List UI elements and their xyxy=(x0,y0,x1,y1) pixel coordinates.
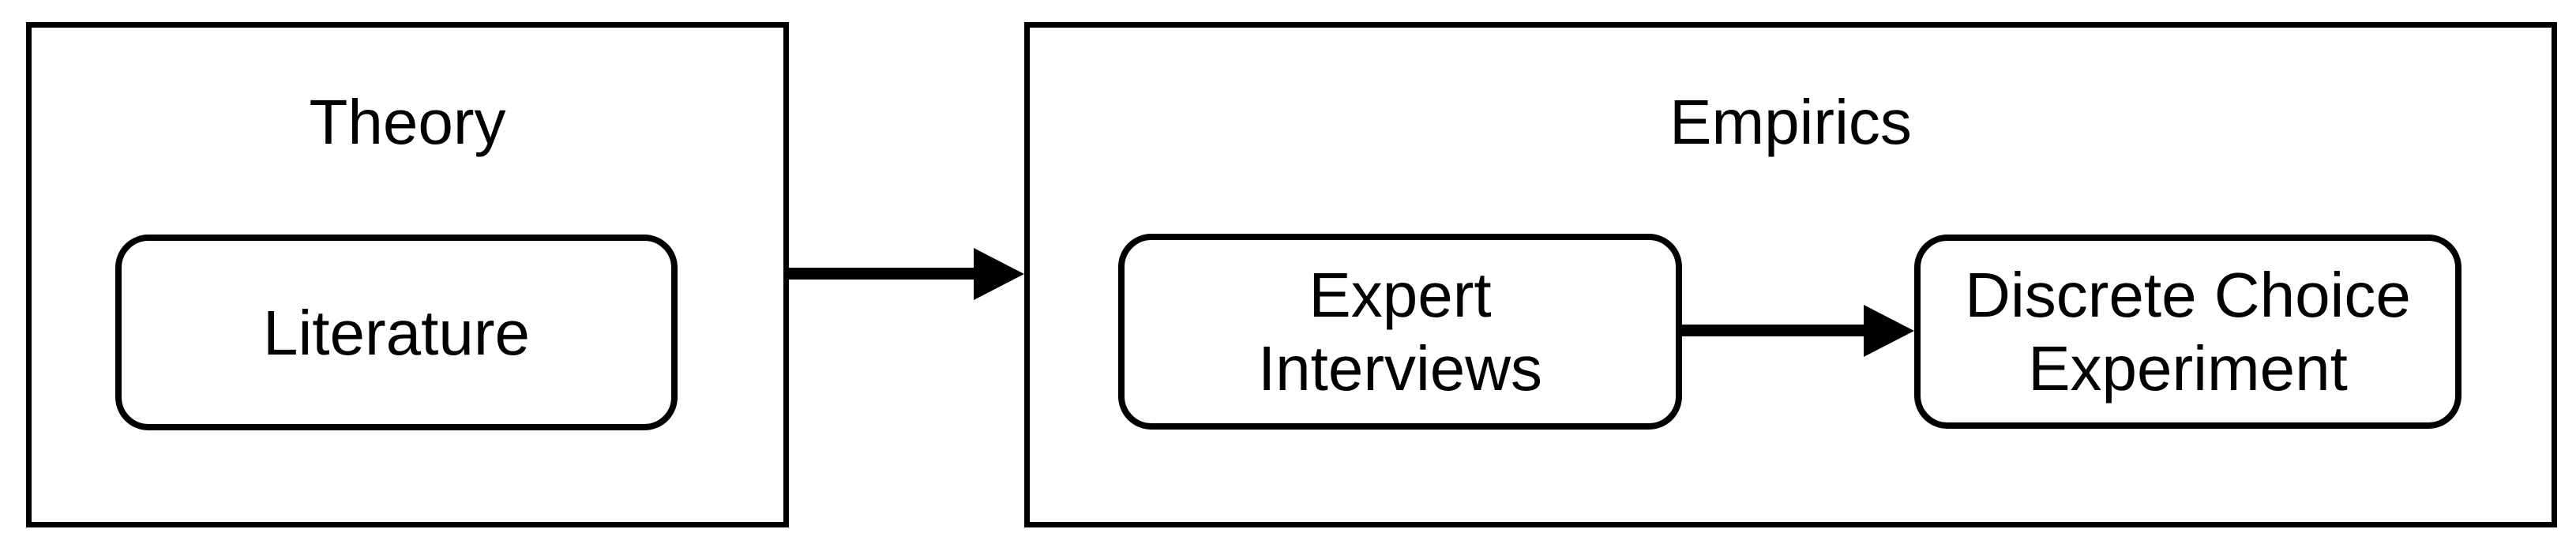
literature-node: Literature xyxy=(115,235,678,430)
expert-interviews-node-label-line1: Expert xyxy=(1309,260,1492,330)
empirics-group-label: Empirics xyxy=(1669,87,1912,157)
arrow-theory-to-empirics-shaft xyxy=(789,268,978,280)
arrow-expert-interviews-to-discrete-choice xyxy=(1682,305,1914,357)
discrete-choice-experiment-node: Discrete Choice Experiment xyxy=(1914,235,2461,429)
expert-interviews-node: Expert Interviews xyxy=(1118,234,1682,430)
arrow-expert-interviews-to-discrete-choice-head-icon xyxy=(1864,305,1914,357)
literature-node-label: Literature xyxy=(263,297,530,368)
arrow-theory-to-empirics xyxy=(789,248,1024,300)
arrow-expert-interviews-to-discrete-choice-shaft xyxy=(1682,325,1868,336)
expert-interviews-node-label-line2: Interviews xyxy=(1257,333,1543,403)
discrete-choice-experiment-node-label-line2: Experiment xyxy=(2028,333,2348,403)
theory-group-label: Theory xyxy=(309,87,506,157)
arrow-theory-to-empirics-head-icon xyxy=(974,248,1024,300)
discrete-choice-experiment-node-label-line1: Discrete Choice xyxy=(1965,260,2411,330)
